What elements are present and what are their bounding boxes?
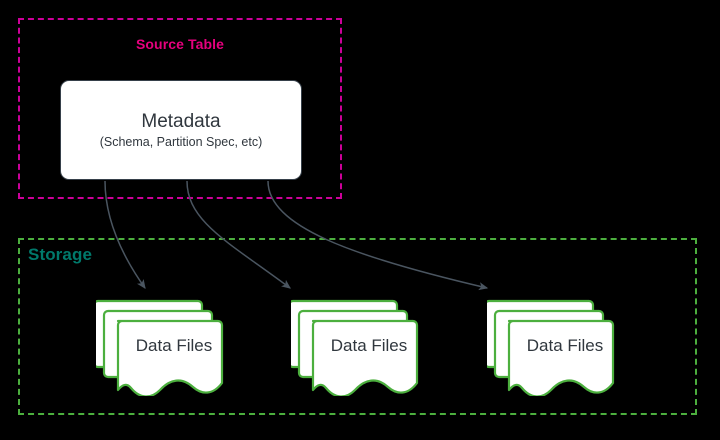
node-metadata-subtitle: (Schema, Partition Spec, etc) xyxy=(99,135,263,149)
node-data-files-3[interactable]: Data Files xyxy=(487,298,621,396)
data-files-icon xyxy=(487,299,615,396)
group-source-table[interactable]: Source Table xyxy=(18,18,342,199)
node-metadata[interactable]: Metadata (Schema, Partition Spec, etc) xyxy=(60,80,302,180)
group-source-table-label: Source Table xyxy=(135,36,225,52)
group-storage-label: Storage xyxy=(28,245,92,264)
node-data-files-2[interactable]: Data Files xyxy=(291,298,425,396)
data-files-icon xyxy=(291,299,419,396)
node-data-files-1[interactable]: Data Files xyxy=(96,298,230,396)
node-metadata-title: Metadata xyxy=(141,111,221,132)
data-files-icon xyxy=(96,299,224,396)
